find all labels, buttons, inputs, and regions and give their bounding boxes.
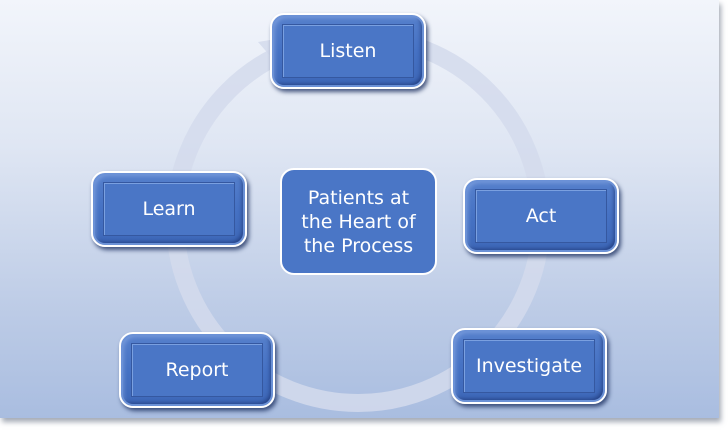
diagram-canvas: Patients at the Heart of the Process Lis…	[0, 0, 719, 418]
step-label: Act	[525, 205, 557, 227]
step-listen: Listen	[270, 13, 426, 89]
step-report: Report	[119, 332, 275, 408]
step-label: Investigate	[475, 355, 583, 377]
step-investigate: Investigate	[451, 328, 607, 404]
step-label: Listen	[319, 40, 377, 62]
step-label: Learn	[142, 198, 196, 220]
step-label: Report	[165, 359, 229, 381]
center-node: Patients at the Heart of the Process	[280, 168, 437, 275]
step-act: Act	[463, 178, 619, 254]
center-label: Patients at the Heart of the Process	[301, 186, 416, 257]
step-learn: Learn	[91, 171, 247, 247]
